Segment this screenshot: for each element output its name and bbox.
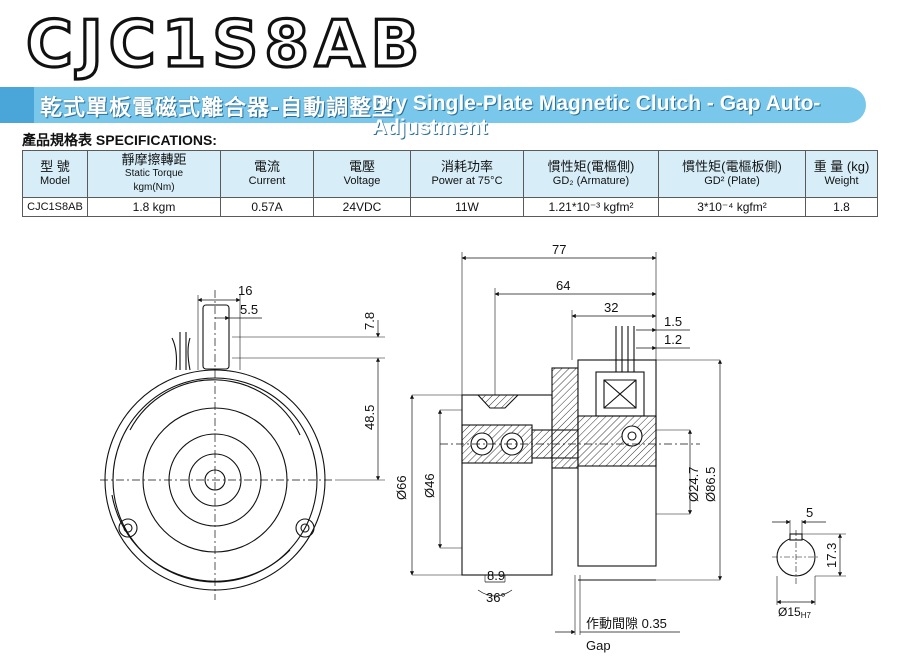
header-gd-armature: 慣性矩(電樞側)GD₂ (Armature)	[523, 150, 659, 198]
dim-1-2: 1.2	[664, 332, 682, 347]
cell-weight: 1.8	[805, 197, 878, 217]
dim-48-5: 48.5	[362, 405, 377, 430]
dim-diameter-86-5: Ø86.5	[703, 467, 718, 502]
dim-64: 64	[556, 278, 570, 293]
gap-label-zh: 作動間隙 0.35	[586, 616, 667, 631]
cell-power: 11W	[410, 197, 524, 217]
dim-diameter-24-7: Ø24.7	[686, 467, 701, 502]
product-title-text: CJC1S8AB	[26, 8, 425, 82]
banner-bar	[0, 87, 866, 123]
cell-torque: 1.8 kgm	[87, 197, 221, 217]
technical-drawing: 16 5.5 7.8 48.5	[100, 242, 846, 653]
dim-17-3: 17.3	[824, 543, 839, 568]
dim-7-8: 7.8	[362, 312, 377, 330]
cell-gd-armature: 1.21*10⁻³ kgfm²	[523, 197, 659, 217]
header-weight: 重 量 (kg)Weight	[805, 150, 878, 198]
section-view	[409, 252, 723, 635]
front-view	[100, 290, 385, 600]
dim-diameter-66: Ø66	[394, 475, 409, 500]
dim-diameter-15: Ø15H7	[778, 605, 811, 620]
dim-5: 5	[806, 505, 813, 520]
cell-voltage: 24VDC	[313, 197, 411, 217]
dim-8-9: 8.9	[487, 568, 505, 583]
gap-label-en: Gap	[586, 638, 611, 653]
dim-77: 77	[552, 242, 566, 257]
banner-english-title: Dry Single-Plate Magnetic Clutch - Gap A…	[372, 92, 821, 139]
spec-heading: 產品規格表 SPECIFICATIONS:	[22, 132, 217, 148]
dim-36-degree: 36°	[486, 590, 506, 605]
spec-data-row: CJC1S8AB 1.8 kgm 0.57A 24VDC 11W 1.21*10…	[22, 197, 878, 217]
cell-gd-plate: 3*10⁻⁴ kgfm²	[658, 197, 806, 217]
bore-detail	[772, 519, 846, 605]
dim-16: 16	[238, 283, 252, 298]
cell-model: CJC1S8AB	[22, 197, 88, 217]
header-gd-plate: 慣性矩(電樞板側)GD² (Plate)	[658, 150, 806, 198]
cell-current: 0.57A	[220, 197, 314, 217]
dim-5-5: 5.5	[240, 302, 258, 317]
dim-32: 32	[604, 300, 618, 315]
dim-1-5: 1.5	[664, 314, 682, 329]
banner-chinese-title: 乾式單板電磁式離合器-自動調整型	[40, 96, 396, 121]
banner-accent	[0, 87, 34, 123]
product-title: CJC1S8AB	[24, 6, 425, 82]
dim-diameter-46: Ø46	[422, 473, 437, 498]
product-banner: 乾式單板電磁式離合器-自動調整型 Dry Single-Plate Magnet…	[0, 87, 890, 139]
